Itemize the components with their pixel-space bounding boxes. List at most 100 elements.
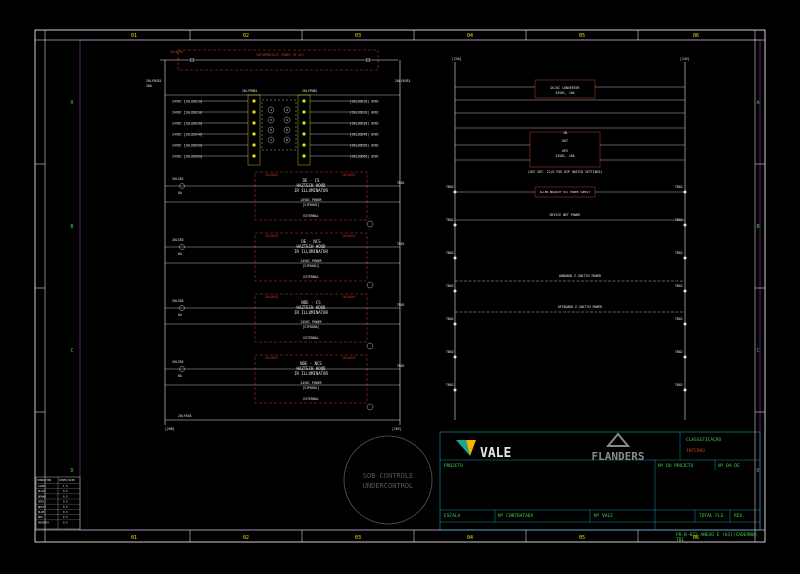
no-projeto-label: Nº DO PROJETO [658, 463, 694, 469]
onboard-switch-label: ONBOARD E-SWITCH POWER [559, 274, 601, 278]
dip-switch-note: (SEE SHT. 22/U FOR DIP SWITCH SETTINGS) [528, 170, 603, 174]
bottom-tag: 20LY03A [178, 414, 192, 418]
tb-left-7: TB02 [446, 383, 454, 387]
col-label-top-6: 06 [693, 33, 699, 39]
no-de-label: Nº DA DE [718, 463, 740, 469]
stamp-line1: SOB CONTROLE [363, 472, 414, 480]
flanders-logo: FLANDERS [592, 432, 644, 463]
tb-left-5: TB02 [446, 317, 454, 321]
fixture-tb: TB01 [397, 364, 405, 368]
col-label-bottom-4: 04 [467, 535, 473, 541]
fixture-external: EXTERNAL [303, 275, 318, 279]
tb-right-7: TB02 [675, 383, 683, 387]
tb-right-2: TB02 [675, 218, 683, 222]
legend-row-name: 24VDC [38, 484, 46, 488]
col-label-top-4: 04 [467, 33, 473, 39]
ups-in-label: IN [563, 131, 567, 135]
title-block: VALE FLANDERS CLASSIFICAÇÃO PROJETO Nº D… [439, 431, 761, 543]
row-label-right-b: B [756, 224, 759, 230]
dc-row-left-2: 24VDC [20LDDD2A] [172, 111, 203, 115]
dc-converter-title: DC/DC CONVERTER [551, 86, 580, 90]
right-top-left: [25A] [452, 57, 462, 61]
row-label-left-c: C [70, 348, 73, 354]
svg-text:3: 3 [270, 118, 272, 122]
fixture-fuse: 20LCB2 [172, 177, 184, 181]
fixture-name: NDE - NCS [300, 361, 322, 366]
col-label-bottom-3: 03 [355, 535, 361, 541]
fixture-code: [SIP008J] [302, 264, 319, 268]
stamp: SOB CONTROLE UNDERCONTROL [343, 435, 433, 525]
fixture-conn-right: 20LOHL2 [342, 173, 356, 177]
fixture-code: [SIP008L] [302, 386, 319, 390]
legend-row-name: GREY [38, 500, 45, 504]
fixture-line2: IR ILLUMINATOR [294, 371, 328, 376]
fixture-line1: HAZTECH HOOD [297, 366, 326, 371]
fixture-conn-left: 20LOHL5 [265, 295, 279, 299]
escala-label: ESCALA [444, 513, 461, 519]
ups-box [529, 131, 601, 168]
classification-value: INTERNO [686, 448, 705, 454]
fixture-fuse: 20LCB5 [172, 360, 184, 364]
bottom-left-ref: [20B] [165, 427, 175, 431]
tb-right-5: TB02 [675, 317, 683, 321]
legend-row-size: 0.5 [63, 494, 68, 498]
legend-row-name: BLUE [38, 510, 45, 514]
legend-row-name: WHITE [38, 505, 46, 509]
legend-row-size: 0.5 [63, 520, 68, 524]
fixture-line1: HAZTECH HOOD [297, 244, 326, 249]
row-label-left-d: D [70, 468, 73, 474]
fixture-conn-right: 20LOHL6 [342, 295, 356, 299]
col-label-top-3: 03 [355, 33, 361, 39]
dc-row-left-5: 24VDC [20LDDD5A] [172, 144, 203, 148]
dc-row-right-5: [20LDDD5B] 0VDC [350, 144, 379, 148]
right-panel: [25A] [24V] DC/DC CONVERTER 24VDC, 10A O… [446, 57, 690, 420]
fixture-conn-right: 20LOHL4 [342, 234, 356, 238]
fixture-code: [SIP008I] [302, 203, 319, 207]
col-label-bottom-5: 05 [579, 535, 585, 541]
fixture-name: NDE - CS [301, 300, 321, 305]
dc-converter-sub: 24VDC, 10A [555, 91, 574, 95]
svg-text:7: 7 [270, 138, 272, 142]
intermediate-power-label: INTERMEDIATE POWER TO ACE [256, 53, 304, 57]
fixture-line1: HAZTECH HOOD [297, 305, 326, 310]
terminal-block-right [297, 94, 311, 166]
legend-row-name: RED [38, 515, 43, 519]
tb-right-1: TB02 [675, 185, 683, 189]
dc-row-right-2: [20LDDD2B] 0VDC [350, 111, 379, 115]
fixture-power: 24VDC POWER [300, 259, 321, 263]
fixture-rating: 6A [178, 374, 182, 378]
outer-frame [34, 29, 766, 543]
svg-text:5: 5 [270, 128, 272, 132]
tb-left-1: TB02 [446, 185, 454, 189]
dc-row-right-3: [20LDDD3B] 0VDC [350, 122, 379, 126]
col-label-bottom-6: 06 [693, 535, 699, 541]
legend-row-size: 0.5 [63, 510, 68, 514]
total-fl-label: TOTAL FLS. [699, 513, 726, 519]
breaker-main-rating: 30A [146, 84, 152, 88]
fixture-line2: IR ILLUMINATOR [294, 188, 328, 193]
svg-text:6: 6 [286, 128, 288, 132]
offboard-switch-label: OFFBOARD E-SWITCH POWER [558, 305, 602, 309]
legend-row-name: BROWN [38, 494, 46, 498]
legend-header-left: CONDUCTOR [37, 478, 51, 482]
ups-title: UPS [562, 149, 568, 153]
breaker-main-right: 20LY0CB1 [395, 79, 410, 83]
fixture-line2: IR ILLUMINATOR [294, 310, 328, 315]
fixture-power: 24VDC POWER [300, 320, 321, 324]
fixture-external: EXTERNAL [303, 336, 318, 340]
row-label-right-c: C [756, 348, 759, 354]
fixture-rating: 6A [178, 191, 182, 195]
fixture-conn-left: 20LOHL3 [265, 234, 279, 238]
terminal-block-left [247, 94, 261, 166]
dc-row-right-1: [20LDDD1B] 0VDC [350, 100, 379, 104]
fixture-line2: IR ILLUMINATOR [294, 249, 328, 254]
fixture-tb: TB01 [397, 242, 405, 246]
projeto-label: PROJETO [444, 463, 463, 469]
fixture-rating: 6A [178, 252, 182, 256]
dc-converter-box [534, 79, 596, 99]
